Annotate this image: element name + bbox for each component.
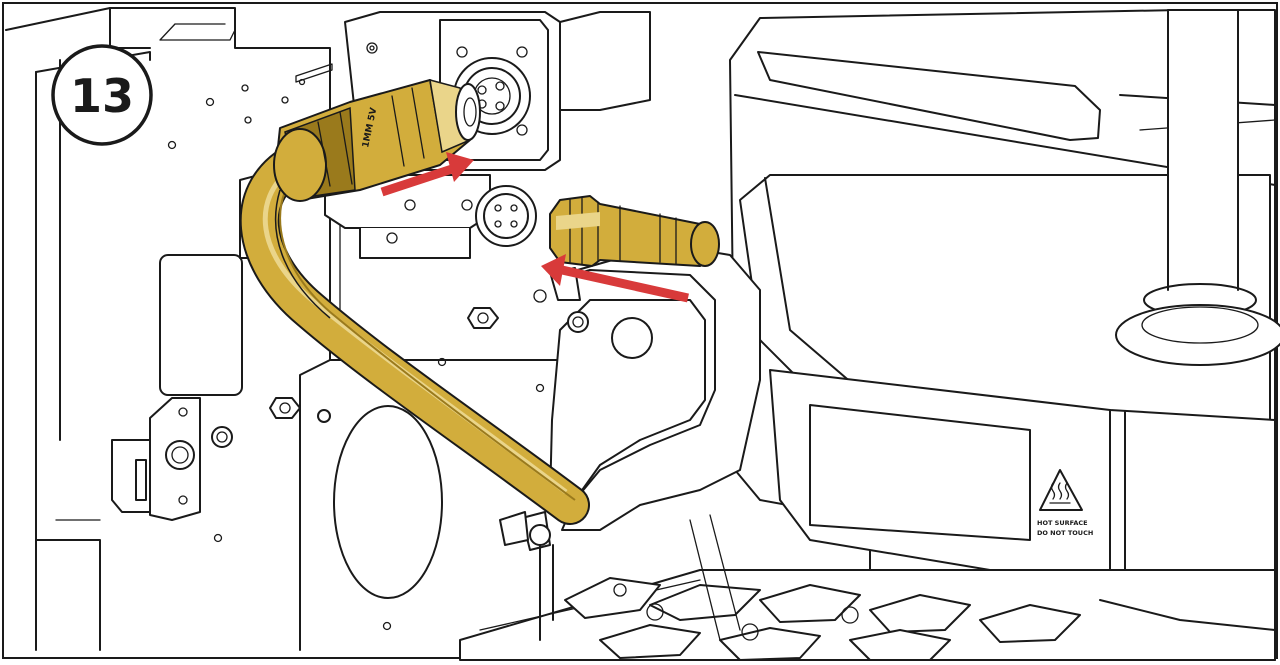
small-plug-connector	[549, 195, 720, 267]
step-number-badge: 13	[51, 44, 153, 146]
front-bracket-arm	[499, 249, 761, 641]
insertion-arrow-icon	[541, 254, 689, 303]
side-clamp	[149, 397, 201, 521]
geared-tray	[459, 514, 1276, 661]
support-pole	[1167, 9, 1239, 291]
bolt	[269, 397, 301, 419]
large-plug-connector: 1MM 5V	[273, 78, 481, 202]
bolt	[211, 426, 233, 448]
frame-window	[159, 254, 243, 396]
right-housing: HOT SURFACE DO NOT TOUCH	[729, 9, 1280, 661]
step-number: 13	[70, 69, 134, 123]
power-cable	[239, 140, 590, 525]
insertion-arrow-icon	[380, 152, 474, 197]
small-socket	[475, 185, 537, 247]
hot-surface-warning-icon	[1039, 469, 1083, 511]
warning-line-1: HOT SURFACE	[1037, 519, 1088, 527]
machine-side-frame	[5, 7, 561, 651]
bolt	[317, 409, 331, 423]
bolt	[467, 307, 499, 329]
housing-top-slot	[757, 51, 1101, 141]
warning-line-2: DO NOT TOUCH	[1037, 529, 1093, 537]
frame-round-hole	[333, 405, 443, 599]
